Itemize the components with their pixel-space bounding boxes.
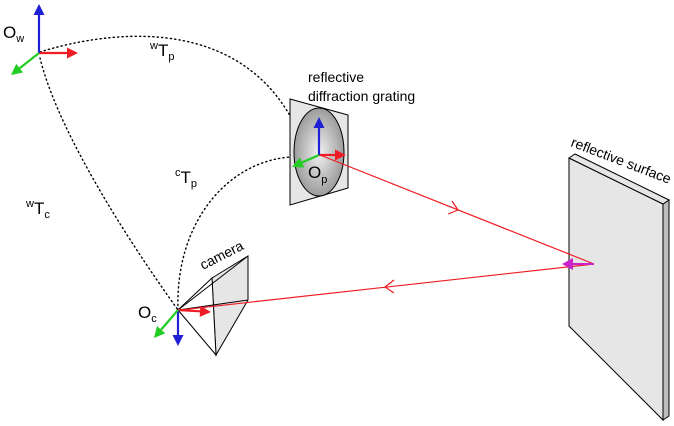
grating-label-line2: diffraction grating bbox=[308, 88, 415, 104]
z-axis-arrow-shaft bbox=[18, 52, 40, 70]
camera-projector-transform-label: cTp bbox=[175, 167, 197, 190]
surface-top-face bbox=[567, 153, 671, 205]
reflection-arrow-head bbox=[562, 258, 573, 270]
camera-body bbox=[177, 255, 249, 357]
y-axis-arrow-head bbox=[172, 335, 184, 346]
reflection-arrow bbox=[562, 258, 594, 270]
world-projector-arc bbox=[39, 35, 306, 149]
world-camera-transform-label: wTc bbox=[25, 198, 50, 221]
projector-frame-label: Op bbox=[308, 163, 327, 186]
ray-direction-arrow bbox=[447, 200, 459, 215]
y-axis-arrow-head bbox=[313, 117, 325, 128]
y-axis-arrow-head bbox=[33, 4, 45, 15]
reflective-surface bbox=[567, 153, 671, 422]
world-frame-label: Ow bbox=[3, 23, 24, 45]
z-axis-arrow-head bbox=[154, 326, 166, 338]
camera-edge-line bbox=[177, 255, 249, 311]
ray-to-camera bbox=[179, 263, 595, 311]
z-axis-arrow-head bbox=[11, 63, 24, 75]
world-frame-axes bbox=[11, 4, 78, 75]
camera-projector-arc bbox=[177, 156, 293, 311]
ray-direction-arrow bbox=[383, 279, 395, 294]
grating-label-line1: reflective bbox=[308, 69, 364, 85]
x-axis-arrow-head bbox=[335, 149, 346, 161]
camera-frame-axes bbox=[154, 305, 211, 346]
world-projector-transform-label: wTp bbox=[149, 40, 174, 63]
camera-frame-label: Oc bbox=[138, 303, 157, 325]
surface-side-face bbox=[662, 199, 670, 421]
x-axis-arrow-head bbox=[199, 305, 211, 317]
camera-side-face bbox=[177, 276, 217, 357]
world-camera-arc bbox=[39, 57, 179, 311]
z-axis-arrow-head bbox=[292, 157, 305, 168]
z-axis-arrow-shaft bbox=[301, 153, 320, 164]
x-axis-arrow-shaft bbox=[177, 308, 201, 313]
light-path bbox=[179, 154, 595, 311]
x-axis-arrow-head bbox=[67, 47, 78, 59]
z-axis-arrow-shaft bbox=[160, 309, 179, 331]
projector-frame-axes bbox=[292, 117, 346, 168]
